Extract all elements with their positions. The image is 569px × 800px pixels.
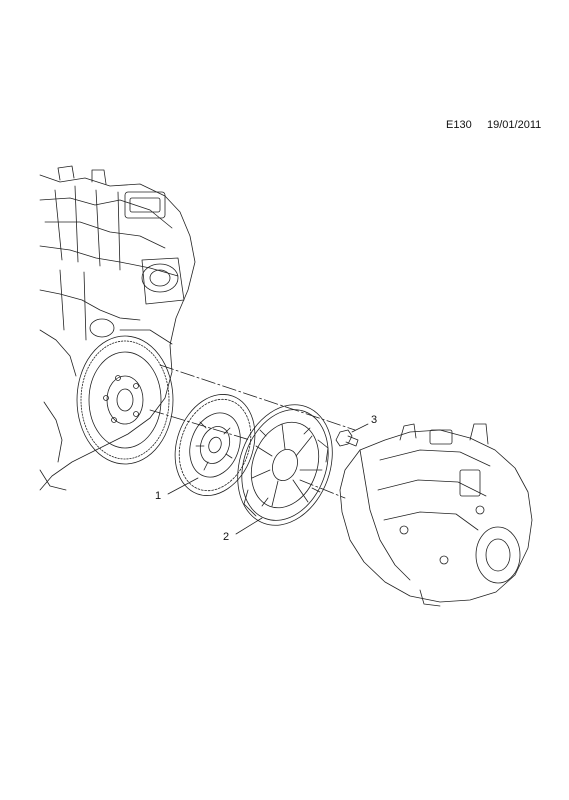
flywheel <box>76 335 174 465</box>
transmission-housing <box>339 423 533 607</box>
clutch-disc <box>174 394 256 496</box>
callout-2: 2 <box>223 531 229 543</box>
pressure-plate <box>237 404 333 526</box>
alignment-lines <box>149 364 356 499</box>
bolt <box>335 429 359 447</box>
diagram-date: 19/01/2011 <box>487 119 542 131</box>
callout-leaders <box>167 423 369 535</box>
callout-3: 3 <box>371 414 377 426</box>
sheet-header: E130 19/01/2011 <box>0 119 569 135</box>
engine-block <box>39 165 196 491</box>
diagram-code: E130 <box>446 119 472 131</box>
callout-1: 1 <box>155 490 161 502</box>
